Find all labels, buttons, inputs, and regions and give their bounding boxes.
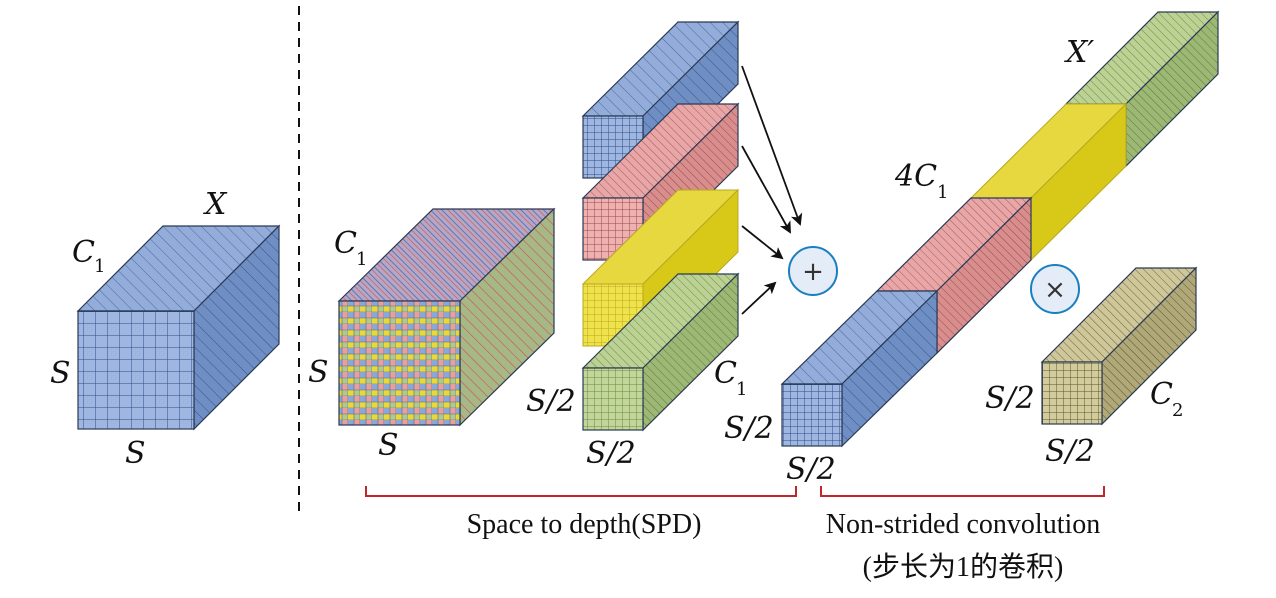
label-s-half-sub-height: S/2: [526, 384, 576, 419]
rearranged-tensor: [337, 207, 556, 427]
svg-text:C: C: [72, 235, 95, 270]
conv-bracket: [820, 486, 1105, 497]
input-tensor-x: [76, 224, 281, 431]
conv-times-operator: ×: [1030, 264, 1080, 314]
label-s-half-concat-width: S/2: [786, 452, 836, 487]
label-s-input-height: S: [50, 356, 71, 391]
svg-text:1: 1: [937, 182, 948, 203]
svg-text:4C: 4C: [894, 159, 937, 194]
concat-plus-operator: +: [788, 246, 838, 296]
label-s-half-concat-height: S/2: [724, 411, 774, 446]
spd-bracket: [365, 486, 797, 497]
svg-text:C: C: [714, 356, 737, 391]
label-s-half-output-height: S/2: [985, 381, 1035, 416]
sub-tensor-green: [581, 272, 740, 432]
svg-text:C: C: [1150, 377, 1173, 412]
label-s-half-sub-width: S/2: [586, 436, 636, 471]
caption-spd: Space to depth(SPD): [467, 509, 702, 540]
svg-text:1: 1: [356, 249, 367, 270]
caption-conv: Non-strided convolution: [826, 509, 1101, 540]
label-c2: C 2: [1150, 377, 1183, 421]
label-s-rearranged-height: S: [308, 355, 329, 390]
label-s-rearranged-width: S: [378, 428, 399, 463]
caption-conv-cn: (步长为1的卷积): [863, 551, 1064, 583]
label-x-prime: X′: [1064, 35, 1094, 70]
svg-text:C: C: [334, 226, 357, 261]
svg-text:2: 2: [1172, 400, 1183, 421]
svg-text:+: +: [802, 257, 824, 287]
concat-arrows: [741, 65, 803, 315]
concat-tensor-x-prime: [780, 10, 1220, 448]
svg-text:×: ×: [1044, 275, 1066, 305]
label-c1-input: C 1: [72, 235, 105, 277]
label-4c1: 4C 1: [894, 159, 948, 203]
svg-text:1: 1: [736, 379, 747, 400]
svg-text:1: 1: [94, 256, 105, 277]
label-c1-rearranged: C 1: [334, 226, 367, 270]
label-x: X: [203, 187, 228, 222]
label-c1-sub: C 1: [714, 356, 747, 400]
label-s-input-width: S: [125, 436, 146, 471]
output-tensor: [1040, 266, 1198, 426]
label-s-half-output-width: S/2: [1045, 434, 1095, 469]
